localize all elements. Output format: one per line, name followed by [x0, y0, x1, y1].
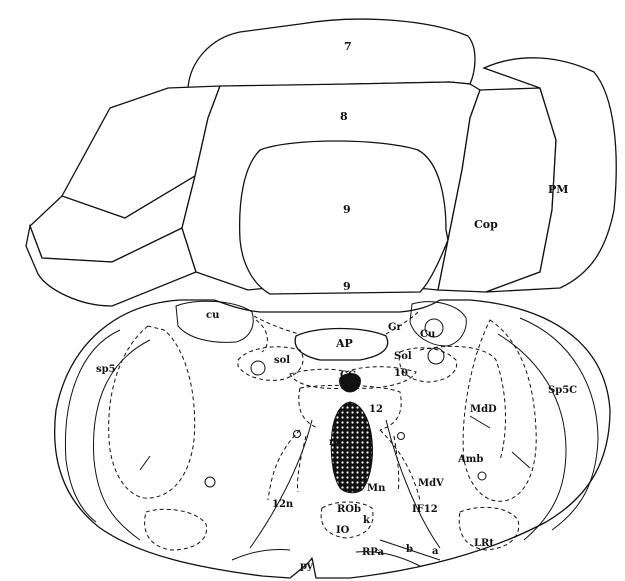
left-lrt-dashed [145, 509, 207, 550]
label-cu-left: cu [206, 310, 219, 321]
label-io: IO [336, 525, 350, 536]
label-sol-left: sol [274, 355, 290, 366]
label-10: 10 [394, 368, 408, 379]
label-cu-right: Cu [420, 329, 435, 340]
ventral-left-curve [232, 549, 290, 560]
small-circle-4 [478, 472, 486, 480]
sol-right-tract [428, 348, 444, 364]
sp5-left-dashed [109, 326, 195, 498]
label-8: 8 [340, 110, 348, 123]
left-sp5-arc [65, 330, 120, 522]
label-b: b [406, 544, 413, 555]
cerebellum [26, 19, 616, 306]
label-a: a [432, 546, 439, 557]
left-pyramid-line [250, 420, 312, 548]
label-gr: Gr [388, 322, 403, 333]
label-12n: 12n [272, 499, 294, 510]
label-mn: Mn [367, 483, 386, 494]
label-m: m [329, 437, 340, 448]
label-lrt: LRt [474, 538, 494, 549]
mdd-dashed [256, 320, 506, 460]
label-cc: CC [340, 370, 356, 381]
label-pm: PM [548, 183, 568, 196]
small-circle-3 [205, 477, 215, 487]
label-mdv: MdV [418, 478, 444, 489]
label-k: k [363, 515, 371, 526]
sol-left-dashed [238, 347, 303, 381]
label-mdd: MdD [470, 404, 497, 415]
right-inner-outline [498, 334, 566, 540]
amb-line [512, 452, 530, 468]
label-sp5c: Sp5C [548, 385, 577, 396]
label-12: 12 [369, 404, 383, 415]
label-7: 7 [344, 40, 352, 53]
label-cop: Cop [474, 218, 498, 231]
lobule-7-outline [188, 19, 475, 88]
label-9-upper: 9 [343, 203, 351, 216]
left-line [140, 456, 150, 470]
label-rpa: RPa [362, 547, 385, 558]
label-sol-right: Sol [394, 351, 412, 362]
label-sp5: sp5 [96, 364, 116, 375]
label-rob: ROb [337, 504, 361, 515]
lobule-9-outline [240, 141, 448, 294]
mdd-line [470, 416, 490, 428]
label-ap: AP [335, 337, 353, 350]
label-9-lower: 9 [343, 280, 351, 293]
cuneate-left-region [176, 301, 253, 342]
sol-left-tract [251, 361, 265, 375]
label-if12: IF12 [412, 504, 438, 515]
small-circle-1 [294, 431, 301, 438]
label-amb: Amb [457, 454, 483, 465]
small-circle-2 [398, 433, 405, 440]
label-py: py [300, 561, 314, 572]
